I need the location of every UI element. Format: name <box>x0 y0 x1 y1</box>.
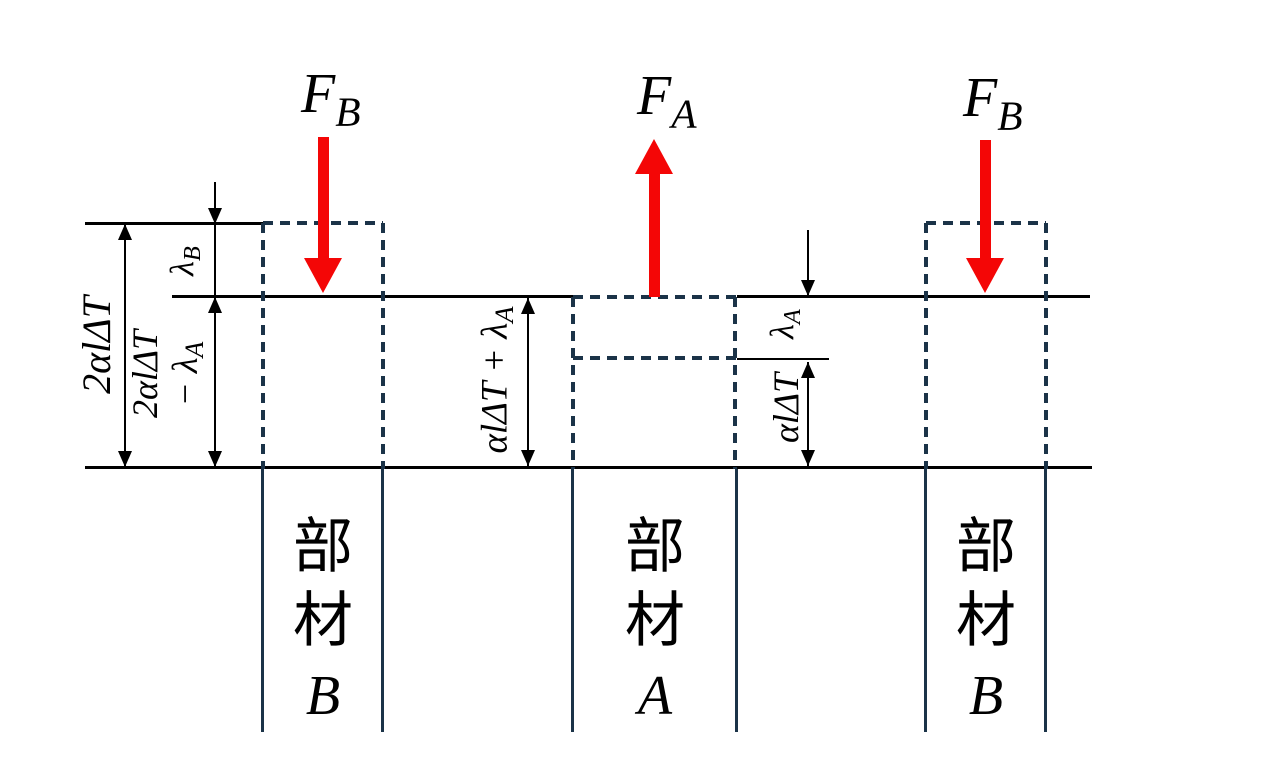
member-b-right-column-left <box>924 469 927 732</box>
member-a-outline-left <box>571 297 575 469</box>
dim-lambda-a-arrow <box>801 280 815 296</box>
member-b-right-outline-left <box>924 223 928 469</box>
member-b-right-column-right <box>1044 469 1047 732</box>
force-fb-left-arrow-shaft <box>318 137 329 265</box>
member-b-left-word-char2: 材 <box>293 588 353 654</box>
dim-net-left-arrow-bottom <box>208 451 222 467</box>
member-a-letter: A <box>637 665 673 727</box>
dim-right-expansion-label: αlΔT <box>766 372 806 444</box>
member-a-outline-inner <box>573 356 737 360</box>
member-b-left-word-char1: 部 <box>293 514 353 580</box>
dim-total-expansion-arrow-top <box>118 224 132 240</box>
dim-mid-expansion-arrow-top <box>521 298 535 314</box>
member-b-right-label: 部 材 B <box>956 510 1016 728</box>
member-b-right-outline-right <box>1044 223 1048 469</box>
member-b-right-letter: B <box>968 665 1004 727</box>
force-fa-arrow-head <box>635 139 673 174</box>
dim-net-left-arrow-top <box>208 297 222 313</box>
member-b-left-column-left <box>261 469 264 732</box>
mid-reference-line-right <box>737 295 1090 298</box>
top-reference-line <box>85 222 263 225</box>
force-fb-right-label: FB <box>963 67 1023 139</box>
member-b-right-word-char1: 部 <box>956 514 1016 580</box>
lambda-a-extension-line <box>737 358 829 360</box>
member-b-left-outline-left <box>261 223 265 469</box>
dim-mid-expansion-line <box>527 298 529 466</box>
force-fa-label: FA <box>637 65 697 137</box>
force-fb-left-label: FB <box>301 63 361 135</box>
force-fb-right-arrow-shaft <box>980 140 991 265</box>
dim-lambda-a-line <box>807 230 809 296</box>
member-a-word-char1: 部 <box>625 514 685 580</box>
dim-lambda-a-label: λA <box>764 309 806 339</box>
member-a-column-right <box>735 469 738 732</box>
dim-right-expansion-arrow-bottom <box>801 450 815 466</box>
member-a-word-char2: 材 <box>625 588 685 654</box>
force-fa-arrow-shaft <box>649 172 660 297</box>
dim-right-expansion-line <box>807 362 809 466</box>
dim-lambda-b-label: λB <box>164 246 206 276</box>
member-a-column-left <box>571 469 574 732</box>
dim-right-expansion-arrow-top <box>801 362 815 378</box>
member-b-right-word-char2: 材 <box>956 588 1016 654</box>
dim-mid-expansion-label: αlΔT + λA <box>474 306 520 454</box>
dim-total-expansion-arrow-bottom <box>118 451 132 467</box>
dim-total-expansion-label: 2αlΔT <box>74 296 119 394</box>
dim-net-left-label: 2αlΔT − λA <box>125 330 215 418</box>
dim-left-combined-line <box>214 182 216 467</box>
member-a-label: 部 材 A <box>625 510 685 728</box>
dim-net-left-label-line2: − λA <box>164 341 210 407</box>
dim-total-expansion-line <box>124 224 126 467</box>
dim-mid-expansion-arrow-bottom <box>521 450 535 466</box>
member-b-left-column-right <box>381 469 384 732</box>
member-b-left-label: 部 材 B <box>293 510 353 728</box>
force-fb-left-arrow-head <box>304 258 342 293</box>
member-b-left-letter: B <box>305 665 341 727</box>
force-fb-right-arrow-head <box>966 258 1004 293</box>
mid-reference-line-left <box>172 295 574 298</box>
member-b-left-outline-right <box>381 223 385 469</box>
member-a-outline-top <box>573 295 737 299</box>
bottom-reference-line <box>85 466 1092 469</box>
dim-net-left-label-line1: 2αlΔT <box>124 329 165 419</box>
dim-lambda-b-arrow <box>208 208 222 224</box>
member-a-outline-right <box>733 297 737 469</box>
